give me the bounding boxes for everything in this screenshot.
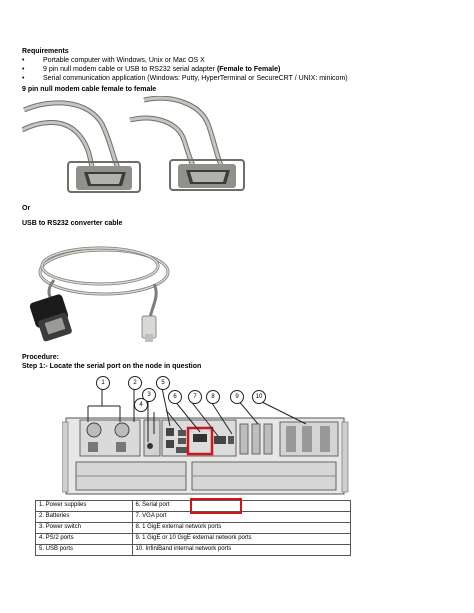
- usb-heading: USB to RS232 converter cable: [22, 220, 123, 227]
- null-modem-cable-image: [22, 96, 245, 193]
- legend-cell: 5. USB ports: [35, 544, 133, 556]
- legend-cell: 10. InfiniBand internal network ports: [131, 544, 351, 556]
- step1-text: Step 1:- Locate the serial port on the n…: [22, 363, 202, 370]
- legend-cell: 1. Power supplies: [35, 500, 133, 512]
- requirements-heading: Requirements: [22, 48, 69, 55]
- callout-9: 9: [230, 390, 244, 404]
- callout-8: 8: [206, 390, 220, 404]
- serial-port-highlight: [190, 498, 242, 514]
- requirement-item: •Serial communication application (Windo…: [22, 75, 348, 82]
- cable-heading: 9 pin null modem cable female to female: [22, 86, 157, 93]
- bullet: •: [22, 66, 25, 73]
- legend-cell: 4. PS/2 ports: [35, 533, 133, 545]
- legend-cell: 3. Power switch: [35, 522, 133, 534]
- bullet: •: [22, 75, 25, 82]
- requirement-item: •9 pin null modem cable or USB to RS232 …: [22, 66, 281, 73]
- callout-7: 7: [188, 390, 202, 404]
- procedure-heading: Procedure:: [22, 354, 59, 361]
- usb-rs232-cable-image: [29, 246, 170, 342]
- callout-6: 6: [168, 390, 182, 404]
- bullet: •: [22, 57, 25, 64]
- server-rear-panel-diagram: [62, 387, 349, 495]
- callout-5: 5: [156, 376, 170, 390]
- callout-2: 2: [128, 376, 142, 390]
- or-label: Or: [22, 205, 31, 212]
- callout-4: 4: [134, 398, 148, 412]
- legend-cell: 9. 1 GigE or 10 GigE external network po…: [131, 533, 351, 545]
- legend-cell: 8. 1 GigE external network ports: [131, 522, 351, 534]
- callout-10: 10: [252, 390, 266, 404]
- callout-3: 3: [142, 388, 156, 402]
- callout-1: 1: [96, 376, 110, 390]
- requirements-list: •Portable computer with Windows, Unix or…: [22, 57, 348, 84]
- legend-cell: 2. Batteries: [35, 511, 133, 523]
- requirement-item: •Portable computer with Windows, Unix or…: [22, 57, 205, 64]
